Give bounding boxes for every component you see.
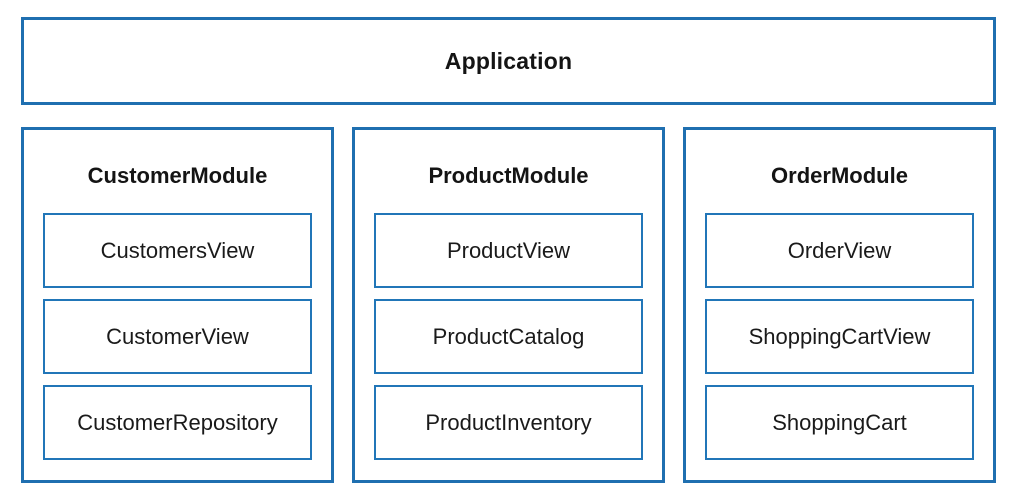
component-box: CustomerRepository [43,385,312,460]
component-label: CustomerView [106,323,249,349]
component-label: ShoppingCartView [748,323,931,349]
component-label: ShoppingCart [772,409,907,435]
module-row: CustomerModule CustomersView CustomerVie… [21,127,996,483]
module-title-customer: CustomerModule [87,163,268,188]
component-list-order: OrderView ShoppingCartView ShoppingCart [686,213,993,460]
component-label: OrderView [787,237,892,263]
component-list-product: ProductView ProductCatalog ProductInvent… [355,213,662,460]
component-box: ShoppingCartView [705,299,974,374]
component-box: ProductCatalog [374,299,643,374]
component-label: CustomersView [100,237,255,263]
component-list-customer: CustomersView CustomerView CustomerRepos… [24,213,331,460]
component-box: ProductView [374,213,643,288]
component-box: CustomersView [43,213,312,288]
module-box-product: ProductModule ProductView ProductCatalog… [352,127,665,483]
component-box: ProductInventory [374,385,643,460]
module-box-customer: CustomerModule CustomersView CustomerVie… [21,127,334,483]
component-label: ProductView [446,237,571,263]
application-title: Application [444,47,573,74]
module-title-product: ProductModule [428,163,589,188]
module-title-order: OrderModule [771,163,908,188]
component-box: CustomerView [43,299,312,374]
component-label: CustomerRepository [77,409,278,435]
component-label: ProductInventory [425,409,592,435]
component-label: ProductCatalog [432,323,585,349]
module-box-order: OrderModule OrderView ShoppingCartView S… [683,127,996,483]
application-container-box: Application [21,17,996,105]
component-box: OrderView [705,213,974,288]
component-box: ShoppingCart [705,385,974,460]
